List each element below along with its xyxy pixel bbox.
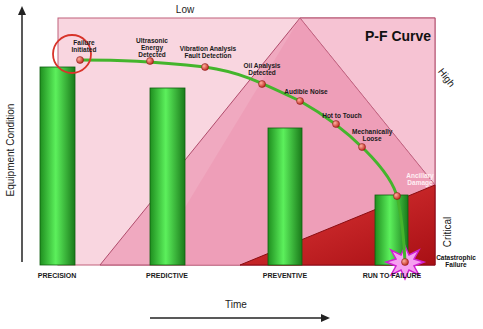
stage-label: Hot to Touch [322,113,362,120]
region-label: High [436,67,457,90]
axis-label: Time [225,300,247,311]
stage-label: Ultrasonic Energy Detected [127,38,177,58]
strategy-label: PREDICTIVE [146,272,188,279]
axis-label: Equipment Condition [6,104,17,197]
strategy-label: PREVENTIVE [263,272,307,279]
region-label: Critical [443,217,454,248]
stage-label: Vibration Analysis Fault Detection [179,46,237,60]
diagram-title: P-F Curve [365,29,431,44]
stage-label: Audible Noise [284,89,327,96]
stage-label: Mechanically Loose [352,129,392,143]
stage-label: Ancillary Damage [405,173,435,187]
strategy-label: PRECISION [38,272,77,279]
region-label: Low [176,5,194,16]
stage-label: Catastrophic Failure [435,255,477,269]
strategy-label: RUN TO FAILURE [363,272,422,279]
stage-label: Oil Analysis Detected [242,63,282,77]
stage-label: Failure Initiated [69,40,99,54]
